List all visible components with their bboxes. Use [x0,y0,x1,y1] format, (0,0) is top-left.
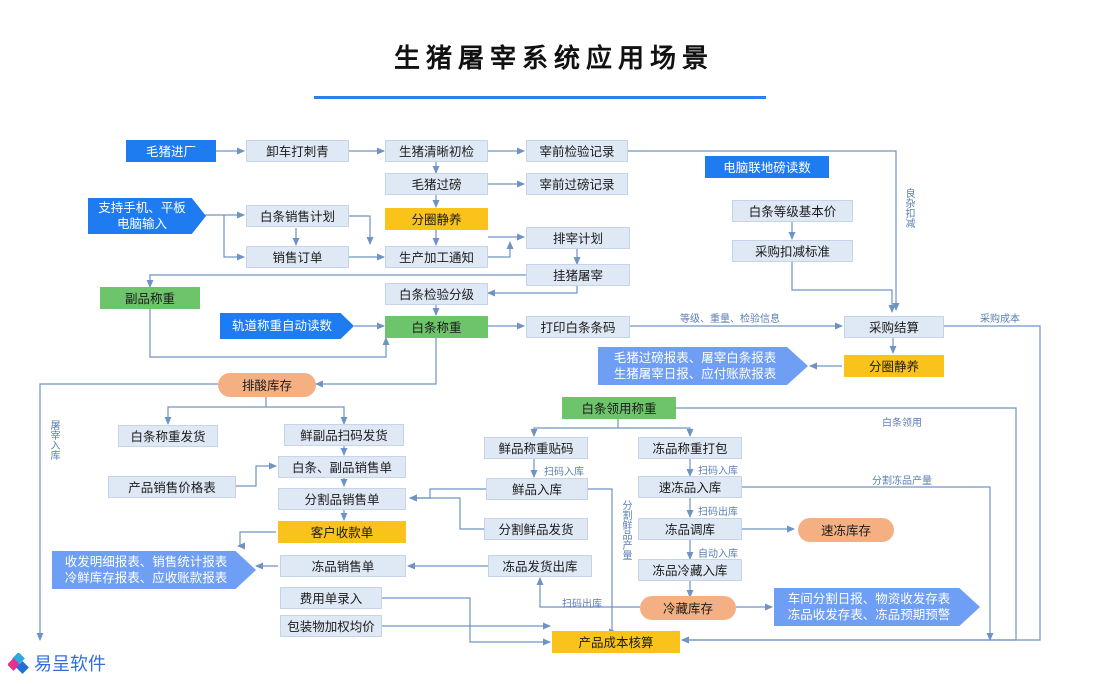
node-guazhu: 挂猪屠宰 [526,264,630,286]
node-sudong-ruku: 速冻品入库 [638,476,742,498]
edge-label-fenge-xianpin: 分割鲜品产量 [620,500,631,560]
edge [236,462,277,487]
node-xieche: 卸车打刺青 [246,140,349,162]
node-fenquan-jingyang-1: 分圈静养 [385,208,488,230]
node-zaiqian-jianyan: 宰前检验记录 [526,140,628,162]
edge-label-dengji: 等级、重量、检验信息 [680,314,780,325]
node-baozhuang: 包装物加权均价 [280,615,382,637]
edge-label-zidong-ruku: 自动入库 [698,549,738,560]
node-shengchan-tongzhi: 生产加工通知 [385,246,488,268]
node-dongpin-dabao: 冻品称重打包 [638,437,742,459]
edge [791,262,896,313]
node-fenquan-jingyang-2: 分圈静养 [844,355,944,377]
node-dongpin-tiaoku: 冻品调库 [638,518,742,540]
node-baitiao-dengji: 白条等级基本价 [732,200,853,222]
node-baitiao-fahuo: 白条称重发货 [118,425,218,447]
edge-label-saoma-ruku-2: 扫码入库 [698,466,738,477]
node-diannao-bang: 电脑联地磅读数 [705,156,829,178]
edge [349,215,374,245]
node-sudong-kucun: 速冻库存 [798,518,894,542]
callout-zhichi: 支持手机、平板 电脑输入 [88,198,206,234]
node-paisuan-kucun: 排酸库存 [218,373,316,397]
edge [315,338,437,388]
node-maozhu-jinchang: 毛猪进厂 [126,140,216,162]
node-fenge-xiaoshou: 分割品销售单 [278,488,406,510]
node-lengcang-kucun: 冷藏库存 [640,596,736,620]
edge [588,488,617,636]
edge [409,494,484,530]
node-dongpin-xiaoshou: 冻品销售单 [280,555,406,577]
edge [382,597,551,646]
node-caigou-kouhan: 采购扣减标准 [732,240,853,262]
node-baitiao-xiaoshou-jihua: 白条销售计划 [246,205,349,227]
edge-label-fenge-dongpin: 分割冻品产量 [872,476,932,487]
node-chanpin-jiage: 产品销售价格表 [108,476,236,498]
edge-label-saoma-chuku-1: 扫码出库 [698,507,738,518]
edge [676,407,1017,644]
node-caigou-jiesuan: 采购结算 [844,316,944,338]
edge [536,577,640,608]
edge [266,406,348,425]
title-underline [314,96,766,99]
node-fenge-xianpin-fahuo: 分割鲜品发货 [484,518,588,540]
callout-baobiao-1: 毛猪过磅报表、屠宰白条报表 生猪屠宰日报、应付账款报表 [598,347,808,385]
edge-label-baitiao-linyong: 白条领用 [882,418,922,429]
edge [223,215,245,261]
node-fupin-chengzhong: 副品称重 [100,287,200,309]
edge [487,286,578,297]
callout-baobiao-3: 车间分割日报、物资收发存表 冻品收发存表、冻品预期预警 [774,588,980,626]
node-dayin-tiaoma: 打印白条条码 [526,316,630,338]
node-xian-fupin-fahuo: 鲜副品扫码发货 [284,424,404,446]
edge [488,241,514,258]
node-kehu-shoukuan: 客户收款单 [278,521,406,543]
node-baitiao-linyong: 白条领用称重 [562,397,676,419]
node-zaiqian-guobang: 宰前过磅记录 [526,173,628,195]
edge [530,419,619,437]
node-paizai-jihua: 排宰计划 [526,227,630,249]
node-xiaoshou-dingdan: 销售订单 [246,246,349,268]
edge [628,150,900,311]
node-baitiao-jianyan: 白条检验分级 [385,283,488,305]
logo-icon [7,652,29,674]
edge-label-saoma-chuku-2: 扫码出库 [562,599,602,610]
node-xianpin-ruku: 鲜品入库 [486,478,588,500]
node-dongpin-chuku: 冻品发货出库 [488,555,592,577]
edge [618,427,694,437]
page-title: 生猪屠宰系统应用场景 [393,44,714,74]
edge-label-saoma-ruku-1: 扫码入库 [544,467,584,478]
edge [237,531,276,550]
edge [36,383,218,641]
callout-guidao: 轨道称重自动读数 [220,313,354,339]
node-xianpin-tiema: 鲜品称重贴码 [484,437,588,459]
node-qingduan: 生猪清晰初检 [385,140,488,162]
edge [409,488,486,502]
node-chanpin-hesuan: 产品成本核算 [552,631,680,653]
edge [164,396,267,425]
logo-text: 易呈软件 [34,654,106,675]
edge [742,486,994,641]
callout-baobiao-2: 收发明细报表、销售统计报表 冷鲜库存报表、应收账款报表 [52,551,256,589]
brand-logo: 易呈软件 [7,650,106,676]
edge-label-liangza: 良杂扣减 [903,188,914,228]
edge-label-tuzai-ruku: 屠宰入库 [48,420,59,460]
node-maozhu-guobang: 毛猪过磅 [385,173,488,195]
edge [149,309,390,358]
node-baitiao-fupin-xiaoshou: 白条、副品销售单 [278,456,406,478]
edge [146,274,528,288]
node-baitiao-chengzhong: 白条称重 [385,316,488,338]
node-dongpin-lengcang: 冻品冷藏入库 [638,559,742,581]
node-feiyong: 费用单录入 [280,587,382,609]
edge-label-caigou-chengben: 采购成本 [980,314,1020,325]
